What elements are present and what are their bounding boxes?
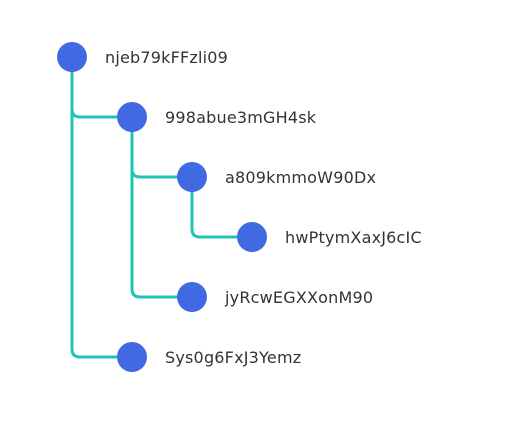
tree-edge [190, 175, 254, 239]
tree-node[interactable]: 998abue3mGH4sk [117, 102, 317, 132]
node-label: a809kmmoW90Dx [225, 168, 376, 187]
node-label: jyRcwEGXXonM90 [224, 288, 373, 307]
node-label: njeb79kFFzli09 [105, 48, 228, 67]
tree-node[interactable]: hwPtymXaxJ6cIC [237, 222, 422, 252]
tree-edge [130, 115, 194, 299]
node-label: 998abue3mGH4sk [165, 108, 317, 127]
tree-node[interactable]: jyRcwEGXXonM90 [177, 282, 373, 312]
node-circle[interactable] [177, 282, 207, 312]
tree-node[interactable]: a809kmmoW90Dx [177, 162, 376, 192]
node-circle[interactable] [117, 342, 147, 372]
node-circle[interactable] [177, 162, 207, 192]
node-circle[interactable] [117, 102, 147, 132]
tree-node[interactable]: njeb79kFFzli09 [57, 42, 228, 72]
node-circle[interactable] [237, 222, 267, 252]
edges-layer [70, 55, 254, 359]
node-label: Sys0g6FxJ3Yemz [165, 348, 301, 367]
node-circle[interactable] [57, 42, 87, 72]
tree-node[interactable]: Sys0g6FxJ3Yemz [117, 342, 301, 372]
tree-edge [70, 55, 134, 359]
node-label: hwPtymXaxJ6cIC [285, 228, 422, 247]
nodes-layer: njeb79kFFzli09 998abue3mGH4sk a809kmmoW90D… [57, 42, 422, 372]
